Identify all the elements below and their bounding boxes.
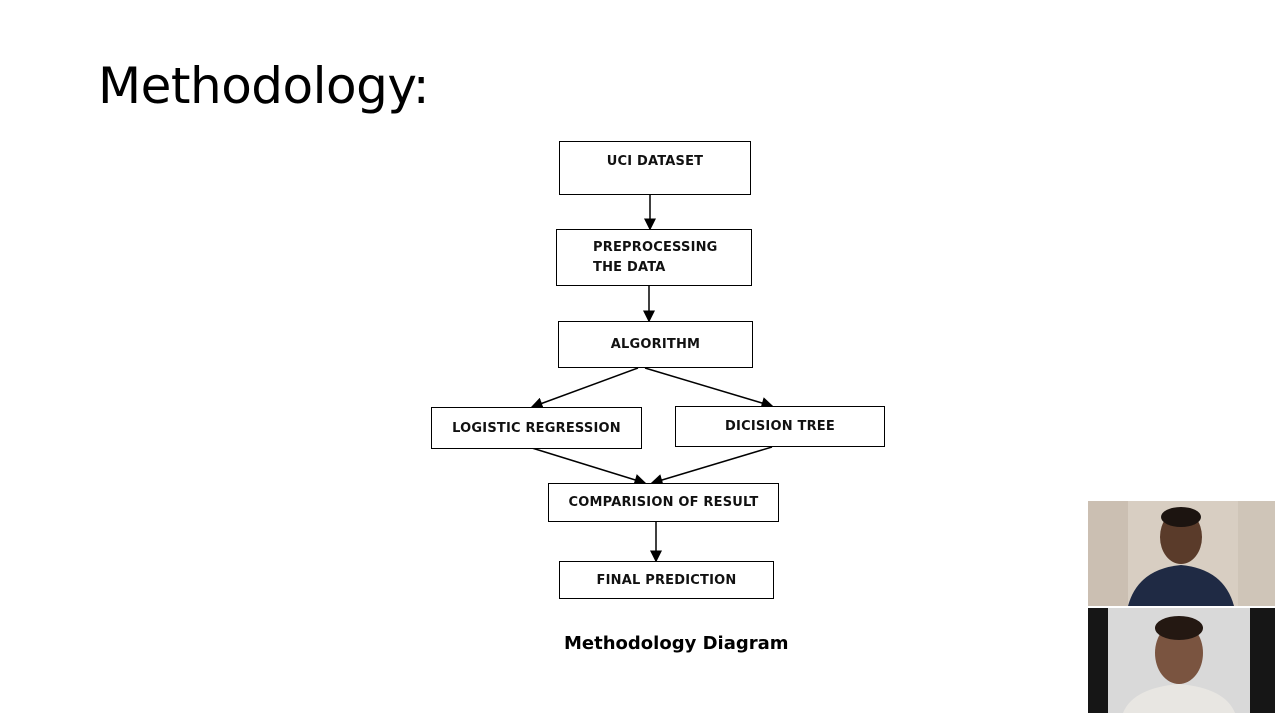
- node-logistic-regression-label: LOGISTIC REGRESSION: [452, 420, 621, 436]
- arrow-algorithm-to-logistic: [530, 367, 639, 410]
- node-decision-tree: DICISION TREE: [675, 406, 885, 447]
- node-decision-tree-label: DICISION TREE: [725, 419, 835, 434]
- participant-1-silhouette: [1088, 501, 1275, 606]
- node-algorithm-label: ALGORITHM: [610, 337, 701, 352]
- node-final-prediction-label: FINAL PREDICTION: [596, 572, 737, 588]
- arrow-tree-to-comparison: [650, 446, 773, 486]
- node-algorithm: ALGORITHM: [558, 321, 753, 368]
- node-preprocessing: PREPROCESSING THE DATA: [556, 229, 752, 286]
- node-uci-dataset: UCI DATASET: [559, 141, 751, 195]
- node-preprocessing-label: PREPROCESSING THE DATA: [593, 239, 718, 275]
- participant-2-frame: [1108, 608, 1250, 713]
- participant-video-1[interactable]: [1088, 501, 1275, 606]
- participant-2-silhouette: [1108, 608, 1250, 713]
- arrow-logistic-to-comparison: [531, 447, 647, 486]
- arrow-algorithm-to-tree: [644, 367, 774, 409]
- node-comparison: COMPARISION OF RESULT: [548, 483, 779, 522]
- diagram-caption: Methodology Diagram: [564, 633, 789, 654]
- node-uci-dataset-label: UCI DATASET: [606, 154, 704, 169]
- slide-title: Methodology:: [98, 57, 430, 115]
- node-comparison-label: COMPARISION OF RESULT: [568, 495, 759, 510]
- node-logistic-regression: LOGISTIC REGRESSION: [431, 407, 642, 449]
- participant-video-2[interactable]: [1088, 608, 1275, 713]
- node-final-prediction: FINAL PREDICTION: [559, 561, 774, 599]
